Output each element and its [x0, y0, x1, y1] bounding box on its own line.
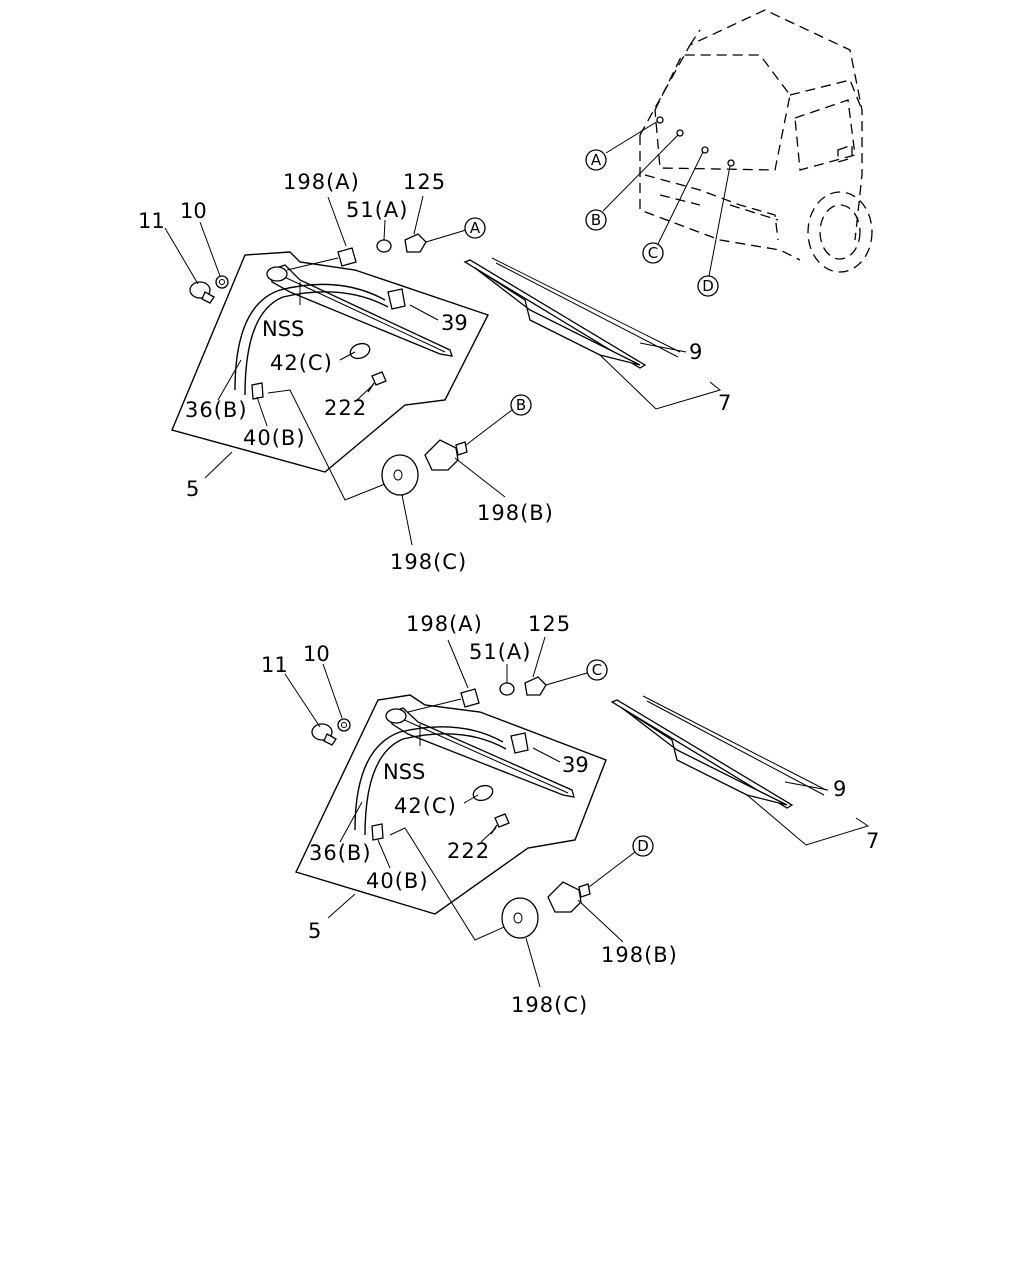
- svg-text:C: C: [648, 244, 658, 262]
- label-upper-198b: 198(B): [477, 501, 554, 525]
- callout-b-truck: B: [585, 209, 607, 231]
- svg-text:C: C: [592, 661, 602, 679]
- callout-c-lower: C: [586, 659, 608, 681]
- label-lower-9: 9: [833, 777, 846, 801]
- label-upper-10: 10: [180, 199, 207, 223]
- label-lower-40b: 40(B): [366, 869, 429, 893]
- truck-cab-illustration: [602, 9, 873, 277]
- label-lower-11: 11: [261, 653, 288, 677]
- label-upper-198c: 198(C): [390, 550, 467, 574]
- svg-text:B: B: [516, 396, 526, 414]
- label-lower-51a: 51(A): [469, 640, 531, 664]
- label-lower-198b: 198(B): [601, 943, 678, 967]
- label-lower-198c: 198(C): [511, 993, 588, 1017]
- label-lower-222: 222: [447, 839, 490, 863]
- label-lower-198a: 198(A): [406, 612, 483, 636]
- label-upper-11: 11: [138, 209, 165, 233]
- label-upper-222: 222: [324, 396, 367, 420]
- label-upper-9: 9: [689, 340, 702, 364]
- label-lower-125: 125: [528, 612, 571, 636]
- label-lower-39: 39: [562, 753, 589, 777]
- svg-text:B: B: [591, 211, 601, 229]
- svg-text:A: A: [470, 219, 481, 237]
- label-lower-10: 10: [303, 642, 330, 666]
- callout-a-truck: A: [585, 149, 607, 171]
- label-upper-51a: 51(A): [346, 198, 408, 222]
- callout-a-upper: A: [464, 217, 486, 239]
- label-upper-198a: 198(A): [283, 170, 360, 194]
- label-upper-nss: NSS: [262, 317, 304, 341]
- lower-wiper-assembly: [284, 636, 870, 988]
- label-lower-7: 7: [866, 829, 879, 853]
- label-upper-40b: 40(B): [243, 426, 306, 450]
- label-lower-42c: 42(C): [394, 794, 457, 818]
- upper-wiper-assembly: [164, 195, 722, 546]
- label-upper-125: 125: [403, 170, 446, 194]
- callout-c-truck: C: [642, 242, 664, 264]
- label-upper-5: 5: [186, 477, 199, 501]
- label-lower-nss: NSS: [383, 760, 425, 784]
- callout-d-lower: D: [632, 835, 654, 857]
- label-upper-42c: 42(C): [270, 351, 333, 375]
- label-upper-39: 39: [441, 311, 468, 335]
- callout-d-truck: D: [697, 275, 719, 297]
- label-upper-36b: 36(B): [185, 398, 248, 422]
- svg-text:D: D: [637, 837, 649, 855]
- callout-b-upper: B: [510, 394, 532, 416]
- label-upper-7: 7: [718, 391, 731, 415]
- svg-text:A: A: [591, 151, 602, 169]
- svg-text:D: D: [702, 277, 714, 295]
- label-lower-36b: 36(B): [309, 841, 372, 865]
- label-lower-5: 5: [308, 919, 321, 943]
